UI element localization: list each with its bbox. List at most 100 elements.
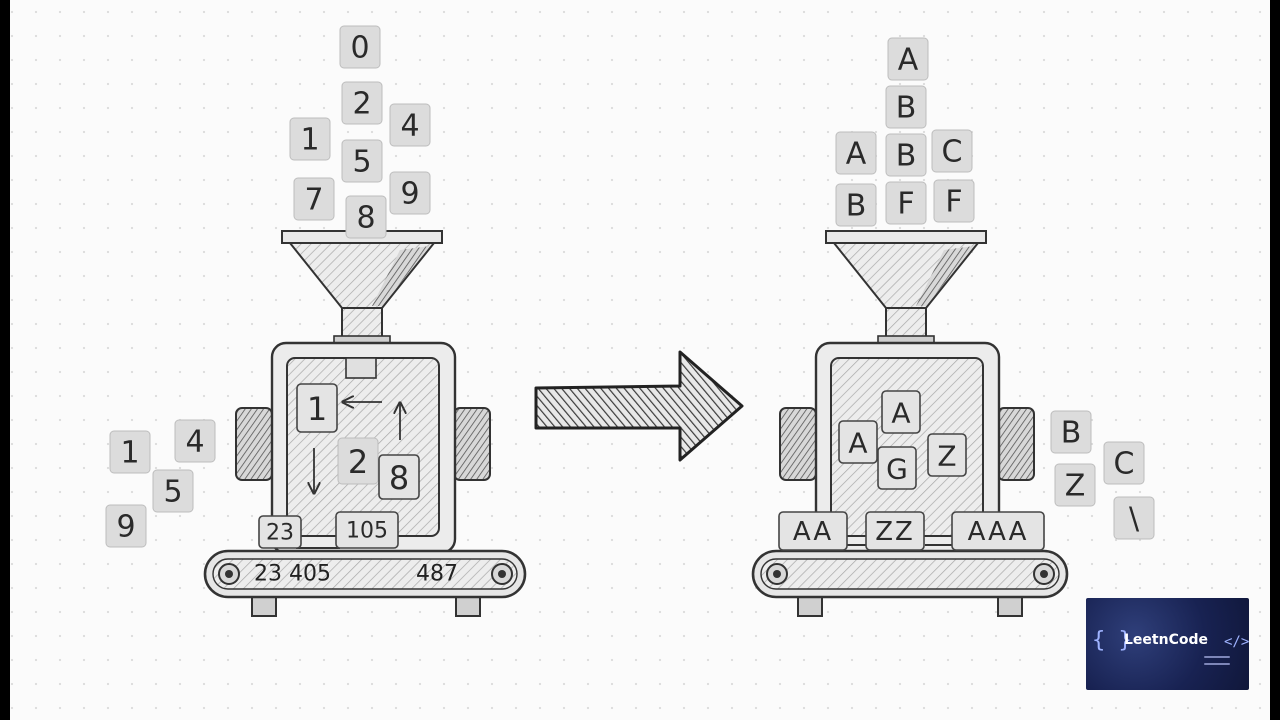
left-window-tile-2-text: 8 [389, 459, 409, 497]
right-input-tile-5: B [885, 133, 927, 177]
right-conveyor [751, 544, 1069, 617]
right-input-tile-6: F [885, 181, 927, 225]
right-input-tile-2-text: A [846, 137, 867, 172]
right-belt-tile-0: AA [778, 511, 848, 551]
left-window-tile-0: 1 [296, 383, 338, 433]
right-input-tile-2: A [835, 131, 877, 175]
right-knob-left [779, 407, 817, 481]
right-input-tile-0-text: A [898, 43, 919, 78]
left-hopper [281, 230, 443, 345]
left-side-tile-3: 9 [105, 504, 147, 548]
right-side-tile-0-bg [1050, 410, 1092, 454]
left-side-tile-1-bg [109, 430, 151, 474]
right-window-tile-2-bg [877, 446, 917, 490]
right-input-tile-2-bg [835, 131, 877, 175]
code-tag-icon: </> [1224, 634, 1249, 650]
right-input-tile-0: A [887, 37, 929, 81]
left-input-tile-2: 4 [389, 103, 431, 147]
right-input-tile-5-bg [885, 133, 927, 177]
left-window-tile-0-bg [296, 383, 338, 433]
right-input-tile-1: B [885, 85, 927, 129]
right-belt-tile-1-bg [865, 511, 925, 551]
left-input-tile-6: 9 [389, 171, 431, 215]
left-side-tile-2-text: 5 [163, 475, 182, 510]
right-side-tile-1: C [1103, 441, 1145, 485]
right-input-tile-1-text: B [896, 91, 917, 126]
right-input-tile-7-bg [933, 179, 975, 223]
left-belt-tile-1-bg [335, 511, 399, 549]
left-input-tile-7-bg [345, 195, 387, 239]
left-machine [203, 230, 527, 617]
left-window-tile-1-text: 2 [348, 443, 368, 481]
left-belt-tile-0-text: 23 [266, 521, 294, 546]
right-belt-tile-2: AAA [951, 511, 1045, 551]
left-knob-left [235, 407, 273, 481]
left-side-tile-1-text: 1 [120, 436, 139, 471]
transform-arrow-icon [534, 350, 744, 462]
right-input-tile-6-text: F [897, 187, 914, 222]
logo-text: LeetnCode [1124, 632, 1208, 648]
left-window-tile-0-text: 1 [307, 390, 327, 428]
left-input-tile-2-text: 4 [400, 109, 419, 144]
left-side-tile-1: 1 [109, 430, 151, 474]
left-belt-tile-0: 23 [258, 515, 302, 549]
right-window-tile-0-bg [881, 390, 921, 434]
left-input-tile-0: 0 [339, 25, 381, 69]
right-side-tile-2-bg [1054, 463, 1096, 507]
left-input-tile-0-bg [339, 25, 381, 69]
left-input-tile-5: 7 [293, 177, 335, 221]
right-window-tile-0-text: A [891, 397, 910, 430]
right-side-tile-2-text: Z [1065, 469, 1086, 504]
right-window-tile-0: A [881, 390, 921, 434]
right-letterbox [1270, 0, 1280, 720]
left-side-tile-3-text: 9 [116, 510, 135, 545]
left-belt-tile-1-text: 105 [346, 519, 388, 544]
right-window-tile-3: Z [927, 433, 967, 477]
left-side-tile-2: 5 [152, 469, 194, 513]
left-side-tile-0-text: 4 [185, 425, 204, 460]
left-input-tile-1-text: 2 [352, 87, 371, 122]
left-input-tile-0-text: 0 [350, 31, 369, 66]
left-input-tile-4: 5 [341, 139, 383, 183]
right-belt-tile-0-bg [778, 511, 848, 551]
right-belt-tile-2-text: AAA [968, 517, 1029, 547]
left-window-tile-1-bg [337, 437, 379, 485]
right-belt-tile-1-text: ZZ [875, 517, 915, 547]
logo-decor [1204, 656, 1230, 674]
right-input-tile-4: C [931, 129, 973, 173]
left-input-tile-6-bg [389, 171, 431, 215]
left-input-tile-4-bg [341, 139, 383, 183]
right-input-tile-1-bg [885, 85, 927, 129]
left-input-tile-5-bg [293, 177, 335, 221]
code-brace-icon: { } [1092, 628, 1132, 653]
left-input-tile-3-bg [289, 117, 331, 161]
right-window-tile-3-text: Z [937, 440, 956, 473]
left-input-tile-6-text: 9 [400, 177, 419, 212]
left-conveyor [203, 547, 527, 617]
left-input-tile-7-text: 8 [356, 201, 375, 236]
right-belt-tile-0-text: AA [793, 517, 833, 547]
left-side-tile-0-bg [174, 419, 216, 463]
belt-label-right: 487 [416, 562, 458, 587]
right-side-tile-1-text: C [1114, 447, 1135, 482]
right-input-tile-3: B [835, 183, 877, 227]
right-side-tile-2: Z [1054, 463, 1096, 507]
left-window-tile-1: 2 [337, 437, 379, 485]
right-input-tile-7-text: F [945, 185, 962, 220]
right-side-tile-3: \ [1113, 496, 1155, 540]
right-window-tile-1-bg [838, 420, 878, 464]
left-input-tile-5-text: 7 [304, 183, 323, 218]
right-hopper [825, 230, 987, 345]
right-input-tile-0-bg [887, 37, 929, 81]
left-input-tile-3-text: 1 [300, 123, 319, 158]
left-input-tile-4-text: 5 [352, 145, 371, 180]
right-input-tile-5-text: B [896, 139, 917, 174]
leetncode-logo: { } LeetnCode </> [1086, 598, 1249, 690]
left-input-tile-2-bg [389, 103, 431, 147]
belt-label-left: 23 405 [254, 562, 331, 587]
right-side-tile-3-text: \ [1129, 502, 1140, 537]
left-input-tile-1-bg [341, 81, 383, 125]
right-knob-right [997, 407, 1035, 481]
